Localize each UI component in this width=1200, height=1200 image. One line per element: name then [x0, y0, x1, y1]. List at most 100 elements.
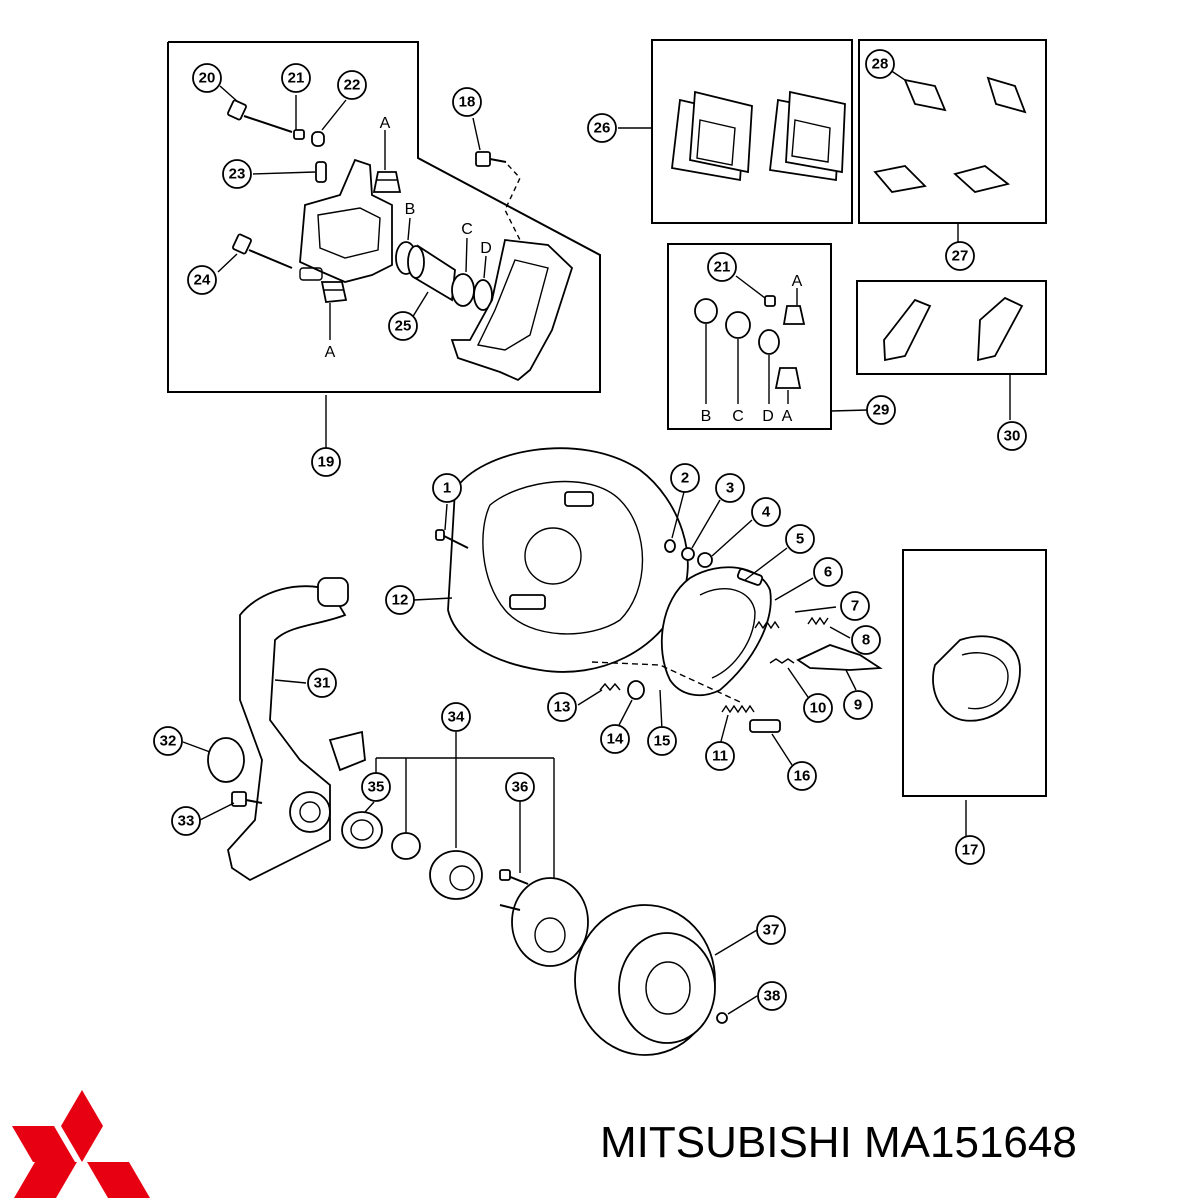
svg-text:18: 18	[459, 94, 476, 111]
bearing-inner	[391, 832, 421, 860]
callout-19: 19	[311, 447, 341, 477]
retainer-2	[664, 539, 676, 553]
shim-left	[883, 298, 932, 362]
callout-5: 5	[785, 524, 815, 554]
hub-group-34	[375, 732, 555, 885]
svg-text:25: 25	[395, 318, 412, 335]
kit-seal-c	[725, 311, 751, 339]
abs-ring-35	[341, 811, 383, 849]
callout-1: 1	[432, 473, 462, 503]
backing-plate	[447, 447, 689, 673]
kit-letter-c: C	[732, 408, 744, 425]
bolt-18	[475, 151, 507, 167]
svg-text:21: 21	[288, 70, 305, 87]
shims-frame	[856, 280, 1047, 420]
svg-text:30: 30	[1004, 428, 1021, 445]
callout-37: 37	[756, 915, 786, 945]
svg-text:24: 24	[194, 272, 211, 289]
callout-21: 21	[281, 63, 311, 93]
svg-text:7: 7	[851, 598, 859, 615]
dust-boot-a-bottom	[320, 281, 348, 303]
callout-10: 10	[803, 693, 833, 723]
svg-text:1: 1	[443, 480, 451, 497]
callout-20: 20	[192, 63, 222, 93]
callout-29: 29	[866, 395, 896, 425]
svg-text:12: 12	[392, 592, 409, 609]
seal-letter-b: B	[405, 201, 416, 218]
spring-7	[754, 620, 780, 630]
svg-text:13: 13	[554, 699, 571, 716]
adjuster-16	[749, 719, 793, 766]
screw-38	[716, 995, 758, 1024]
piston-ring-c	[451, 273, 475, 307]
bleeder-23	[315, 161, 327, 183]
parking-shoe-frame	[902, 549, 1047, 836]
spring-11	[721, 704, 755, 714]
callout-7: 7	[840, 591, 870, 621]
callout-6: 6	[813, 557, 843, 587]
parking-brake-shoes	[660, 566, 772, 697]
svg-text:15: 15	[654, 733, 671, 750]
spring-13	[599, 682, 621, 692]
kit-boot-a-bottom	[774, 367, 802, 389]
svg-text:26: 26	[594, 120, 611, 137]
callout-18: 18	[452, 87, 482, 117]
kit-seal-b	[694, 298, 718, 324]
steering-knuckle	[227, 577, 366, 882]
callout-30: 30	[997, 421, 1027, 451]
callout-12: 12	[385, 585, 415, 615]
svg-text:20: 20	[199, 70, 216, 87]
callout-14: 14	[600, 724, 630, 754]
dust-seal-d	[473, 279, 493, 311]
seal-letter-a-bottom: A	[325, 344, 336, 361]
svg-text:10: 10	[810, 700, 827, 717]
callout-35: 35	[361, 772, 391, 802]
caliper-guide-bolt-20	[227, 99, 293, 133]
callout-34: 34	[441, 702, 471, 732]
callout-15: 15	[647, 726, 677, 756]
svg-text:17: 17	[962, 842, 979, 859]
brake-pad-set-left	[671, 90, 753, 182]
brake-pad-set-right	[769, 90, 846, 182]
svg-text:36: 36	[512, 779, 529, 796]
callout-23: 23	[222, 159, 252, 189]
seal-kit-frame	[667, 243, 869, 430]
cup-14	[627, 680, 645, 700]
svg-text:38: 38	[764, 988, 781, 1005]
part-caption: MITSUBISHI MA151648	[600, 1118, 1077, 1167]
callout-25: 25	[388, 311, 418, 341]
spring-10	[769, 658, 795, 664]
hub-bearing	[429, 850, 483, 900]
svg-text:16: 16	[794, 768, 811, 785]
callout-26: 26	[587, 113, 617, 143]
svg-text:11: 11	[712, 748, 728, 765]
svg-text:19: 19	[318, 454, 335, 471]
wheel-hub	[499, 877, 589, 967]
piston-25	[407, 244, 456, 302]
mitsubishi-logo	[12, 1090, 150, 1198]
leaders-19	[217, 85, 487, 340]
caliper-assembly-frame	[167, 41, 601, 450]
svg-text:29: 29	[873, 402, 890, 419]
svg-text:8: 8	[862, 632, 870, 649]
dust-cap-32	[207, 737, 245, 783]
callout-2: 2	[670, 463, 700, 493]
brake-disc	[574, 904, 716, 1056]
pad-shims-frame	[858, 39, 1047, 243]
callout-3: 3	[715, 473, 745, 503]
pad-clip-upper-left	[903, 78, 947, 112]
callout-36: 36	[505, 772, 535, 802]
svg-text:2: 2	[681, 470, 689, 487]
kit-letter-a: A	[782, 408, 793, 425]
caliper-support-bracket	[450, 239, 574, 382]
kit-letter-d: D	[762, 408, 774, 425]
callout-16: 16	[787, 761, 817, 791]
callout-9: 9	[843, 690, 873, 720]
callout-38: 38	[757, 981, 787, 1011]
callout-11: 11	[705, 741, 735, 771]
brake-pads-frame	[618, 39, 853, 224]
callout-8: 8	[851, 625, 881, 655]
callout-13: 13	[547, 692, 577, 722]
svg-text:34: 34	[448, 709, 465, 726]
